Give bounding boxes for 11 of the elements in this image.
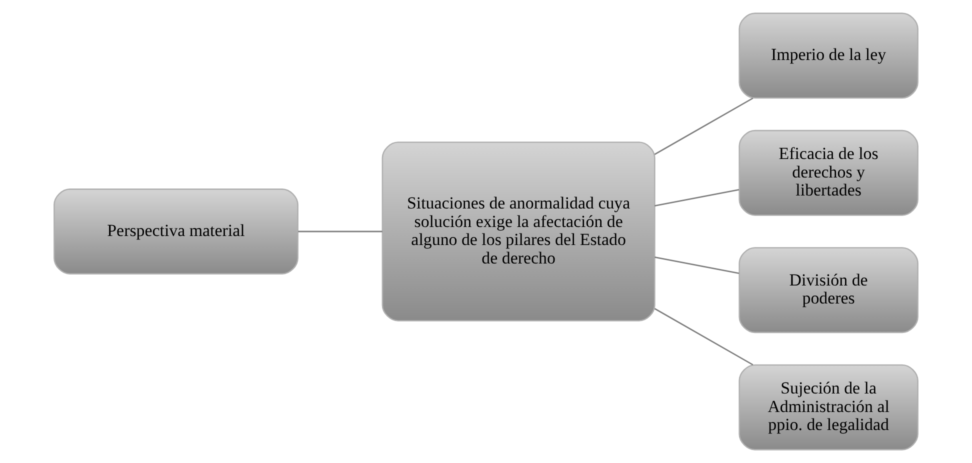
connector <box>654 256 740 274</box>
node-box: Situaciones de anormalidad cuya solución exige la afectación de alguno de los pilares del Estado de derecho <box>382 142 656 322</box>
node-box: Imperio de la ley <box>738 12 918 99</box>
node-box: Perspectiva material <box>54 188 298 274</box>
connector <box>654 189 740 206</box>
connector <box>654 308 754 366</box>
node-box: Eficacia de los derechos y libertades <box>738 130 918 216</box>
node-box: División de poderes <box>738 247 918 334</box>
node-box: Sujeción de la Administración al ppio. de legalidad <box>738 364 918 450</box>
connector <box>654 98 754 155</box>
connector <box>298 230 382 232</box>
